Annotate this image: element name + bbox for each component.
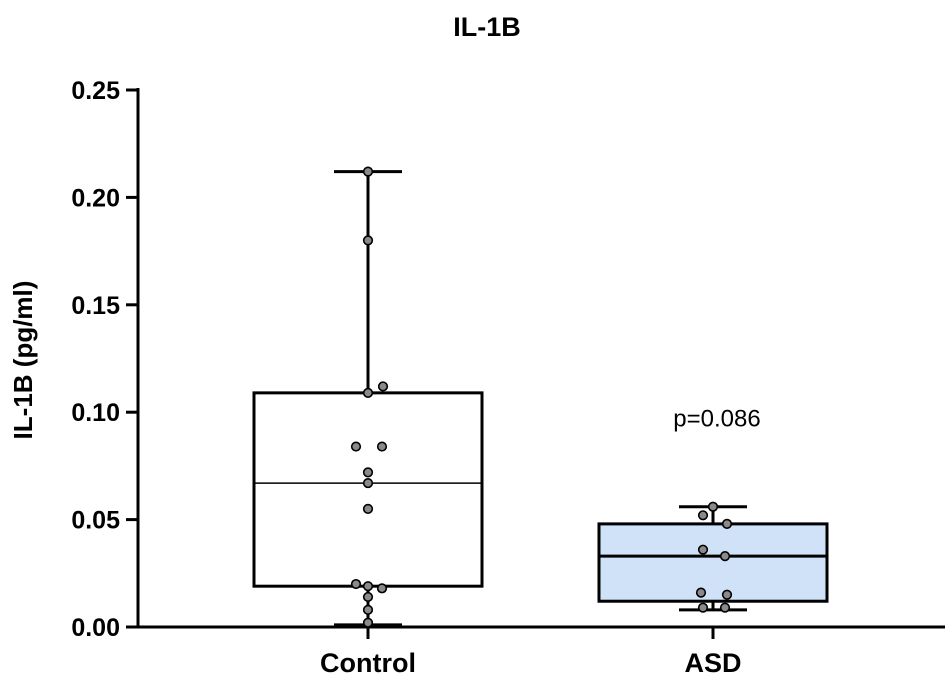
data-points <box>350 166 733 628</box>
data-point <box>362 235 374 246</box>
x-tick-label: ASD <box>684 648 741 678</box>
data-point <box>362 503 374 514</box>
data-point <box>721 518 733 529</box>
data-point <box>697 510 709 521</box>
y-tick-label: 0.00 <box>71 614 120 642</box>
data-point <box>376 441 388 452</box>
box-iqr <box>252 391 484 588</box>
p-value-annotation: p=0.086 <box>673 406 760 433</box>
y-tick-label: 0.05 <box>71 507 120 535</box>
data-point <box>721 589 733 600</box>
y-tick-label: 0.25 <box>71 77 120 105</box>
data-point <box>707 501 719 512</box>
data-point <box>719 602 731 613</box>
data-point <box>350 578 362 590</box>
data-point <box>697 544 709 555</box>
data-point <box>376 583 388 594</box>
data-point <box>362 617 374 628</box>
chart-title: IL-1B <box>453 12 521 42</box>
data-point <box>362 604 374 615</box>
data-point <box>362 387 374 398</box>
y-tick-label: 0.10 <box>71 399 120 427</box>
data-point <box>350 441 362 452</box>
x-tick-label: Control <box>320 648 416 678</box>
data-point <box>719 551 731 562</box>
boxes <box>252 170 829 627</box>
data-point <box>377 381 389 392</box>
data-point <box>362 477 374 489</box>
y-tick-label: 0.15 <box>71 292 120 320</box>
axes <box>126 88 945 639</box>
data-point <box>362 581 374 592</box>
data-point <box>697 602 709 613</box>
data-point <box>362 591 374 603</box>
y-tick-label: 0.20 <box>71 184 120 212</box>
data-point <box>695 587 707 598</box>
data-point <box>362 467 374 478</box>
box-iqr <box>597 522 829 603</box>
data-point <box>362 166 374 177</box>
y-axis-label: IL-1B (pg/ml) <box>8 281 38 440</box>
